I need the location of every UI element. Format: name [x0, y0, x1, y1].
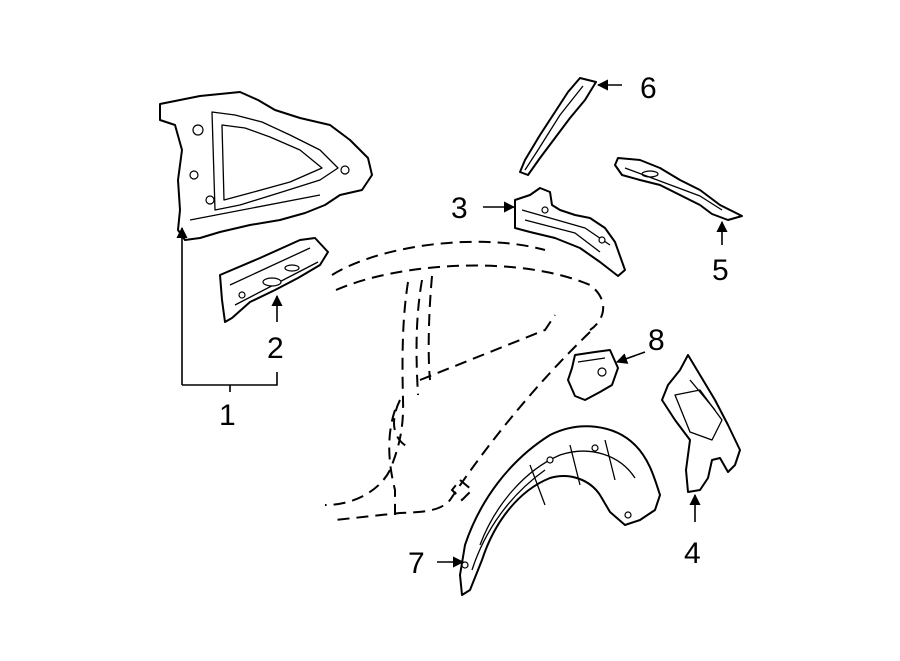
callout-4: 4: [684, 537, 701, 570]
small-bracket-part: [567, 349, 619, 401]
callout-2: 2: [267, 332, 284, 365]
wheelhouse-bracket-part: [514, 187, 626, 277]
callout-7: 7: [408, 547, 425, 580]
quarter-inner-panel-part: [159, 91, 373, 241]
callout-6: 6: [640, 72, 657, 105]
pillar-reinforcement-part: [519, 77, 597, 176]
wheelhouse-inner-part: [459, 425, 661, 596]
callout-5: 5: [712, 254, 729, 287]
callout-3: 3: [451, 192, 468, 225]
wheelhouse-outer-part: [661, 354, 741, 493]
rear-rail-part: [614, 157, 743, 221]
callout-1: 1: [219, 399, 236, 432]
body-outline-dashed: [324, 240, 605, 521]
extension-bracket-part: [219, 237, 329, 323]
callout-8: 8: [648, 324, 665, 357]
leader-lines: [176, 79, 728, 568]
